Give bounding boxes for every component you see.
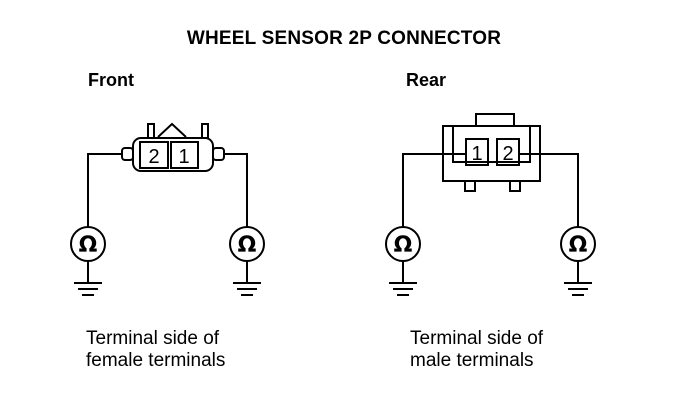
rear-pin-2: 2 — [502, 143, 513, 165]
ohmmeter-icon: Ω — [79, 233, 98, 258]
diagram-title: WHEEL SENSOR 2P CONNECTOR — [186, 28, 502, 49]
ohmmeter-icon: Ω — [394, 233, 413, 258]
front-wires — [87, 153, 248, 228]
rear-caption-line1: Terminal side of — [410, 328, 544, 349]
rear-wires — [402, 153, 579, 228]
ohmmeter-icon: Ω — [569, 233, 588, 258]
rear-caption-line2: male terminals — [410, 350, 534, 371]
front-label: Front — [88, 70, 134, 90]
front-caption-line1: Terminal side of — [86, 328, 220, 349]
front-connector — [121, 122, 225, 172]
rear-meter-left — [385, 226, 421, 296]
front-pin-2: 2 — [148, 146, 159, 168]
rear-pin-1: 1 — [471, 143, 482, 165]
front-meter-left — [70, 226, 106, 296]
ohmmeter-icon: Ω — [238, 233, 257, 258]
front-caption-line2: female terminals — [86, 350, 226, 371]
rear-label: Rear — [406, 70, 447, 90]
rear-caption: Terminal side of male terminals — [410, 328, 543, 372]
front-meter-right — [229, 226, 265, 296]
rear-meter-right — [560, 226, 596, 296]
rear-connector — [442, 113, 541, 192]
front-pin-1: 1 — [178, 146, 189, 168]
front-caption: Terminal side of female terminals — [86, 328, 225, 372]
